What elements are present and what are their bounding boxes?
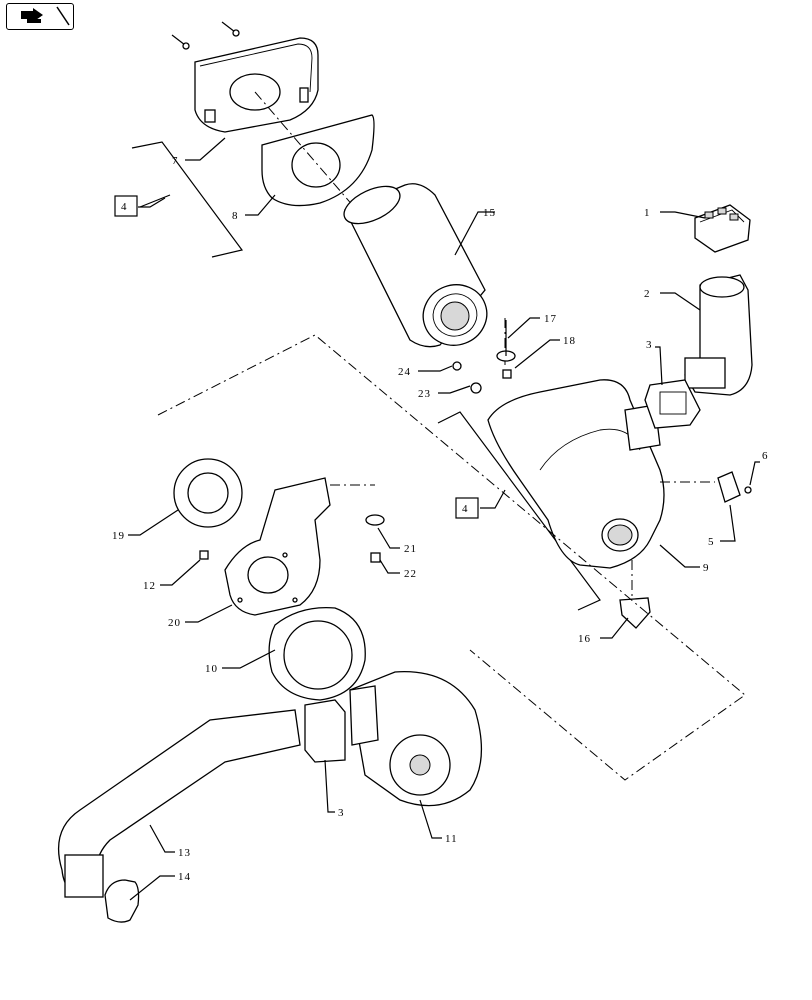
callout-20: 20: [168, 617, 181, 629]
hardware-17-18[interactable]: [496, 320, 516, 379]
callout-13: 13: [178, 847, 191, 859]
leader-lines: [128, 137, 760, 901]
callout-11: 11: [445, 833, 458, 845]
callout-16: 16: [578, 633, 591, 645]
part-3-sleeve-lower[interactable]: [304, 699, 346, 763]
callout-3: 3: [646, 339, 653, 351]
callout-2: 2: [644, 288, 651, 300]
part-5-6-clamp[interactable]: [660, 471, 752, 503]
part-7-cover[interactable]: [171, 21, 319, 133]
callout-22: 22: [404, 568, 417, 580]
callout-24: 24: [398, 366, 411, 378]
callout-10: 10: [205, 663, 218, 675]
callout-9: 9: [703, 562, 710, 574]
svg-text:4: 4: [462, 503, 468, 515]
part-14-seal[interactable]: [104, 879, 140, 923]
hardware-23-24[interactable]: [452, 361, 482, 394]
part-19-gasket[interactable]: [173, 458, 243, 528]
part-20-plate[interactable]: [224, 477, 331, 616]
part-11-blower[interactable]: [349, 671, 483, 807]
return-button[interactable]: [6, 3, 74, 30]
return-arrow-icon: [21, 6, 70, 26]
callout-14: 14: [178, 871, 191, 883]
hardware-12[interactable]: [199, 550, 209, 560]
part-15-filter[interactable]: [338, 179, 495, 354]
callout-12: 12: [143, 580, 156, 592]
part-3-sleeve-upper[interactable]: [644, 379, 701, 429]
reference-box-4-upper[interactable]: 4: [114, 195, 138, 217]
part-13-duct[interactable]: [58, 709, 301, 898]
part-8-seal[interactable]: [261, 114, 375, 207]
callout-23: 23: [418, 388, 431, 400]
part-10-gasket[interactable]: [268, 606, 366, 701]
callout-21: 21: [404, 543, 417, 555]
part-2-tube[interactable]: [684, 274, 753, 396]
hardware-21-22[interactable]: [330, 484, 385, 563]
callout-1: 1: [644, 207, 651, 219]
part-16-valve[interactable]: [619, 560, 651, 629]
callout-18: 18: [563, 335, 576, 347]
reference-box-4-middle[interactable]: 4: [455, 497, 479, 519]
svg-text:4: 4: [121, 201, 127, 213]
callout-17: 17: [544, 313, 557, 325]
callout-3: 3: [338, 807, 345, 819]
part-9-housing[interactable]: [487, 379, 665, 569]
callout-8: 8: [232, 210, 239, 222]
callout-6: 6: [762, 450, 769, 462]
callout-5: 5: [708, 536, 715, 548]
callout-7: 7: [172, 155, 179, 167]
part-1-cap[interactable]: [694, 204, 751, 253]
callout-labels: 1 2 3 3 5 6 7 8 9 10 11 12 13 14 15 16 1…: [112, 155, 769, 883]
callout-15: 15: [483, 207, 496, 219]
callout-19: 19: [112, 530, 125, 542]
group-outline-middle: [437, 411, 601, 611]
group-outline-upper: [131, 141, 244, 258]
